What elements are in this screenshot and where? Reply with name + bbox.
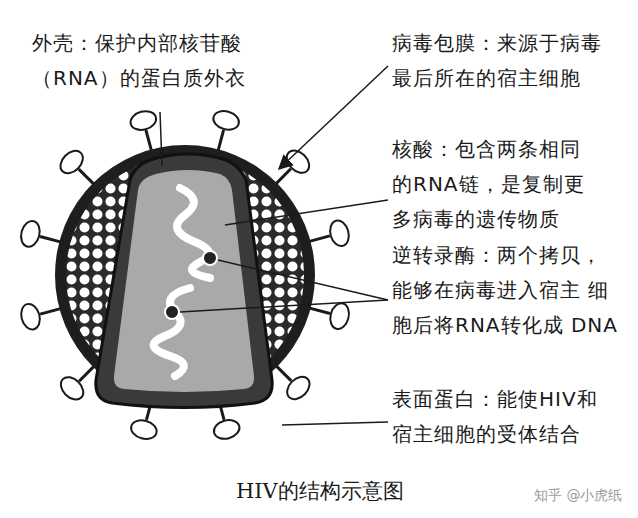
callout-text: 表面蛋白：能使HIV和 宿主细胞的受体结合 [392, 382, 624, 452]
viral-envelope [55, 145, 315, 405]
rna-strand [177, 188, 210, 278]
capsid-shell [96, 154, 272, 408]
reverse-transcriptase [165, 305, 179, 319]
figure-caption: HIV的结构示意图 [236, 478, 404, 504]
callout-text: 病毒包膜：来源于病毒 最后所在的宿主细胞 [392, 26, 624, 96]
reverse-transcriptase [203, 251, 217, 265]
callout-text: 逆转录酶：两个拷贝， 能够在病毒进入宿主 细胞后将RNA转化成 DNA [392, 238, 624, 343]
watermark: 知乎 @小虎纸 [534, 486, 622, 504]
leader-lines [160, 66, 388, 425]
callout-text: 核酸：包含两条相同 的RNA链，是复制更 多病毒的遗传物质 [392, 132, 604, 237]
callout-text: 外壳：保护内部核苷酸 （RNA）的蛋白质外衣 [32, 26, 264, 96]
rna-strand [154, 288, 190, 376]
capsid-interior [114, 170, 254, 392]
surface-spikes [18, 108, 351, 441]
